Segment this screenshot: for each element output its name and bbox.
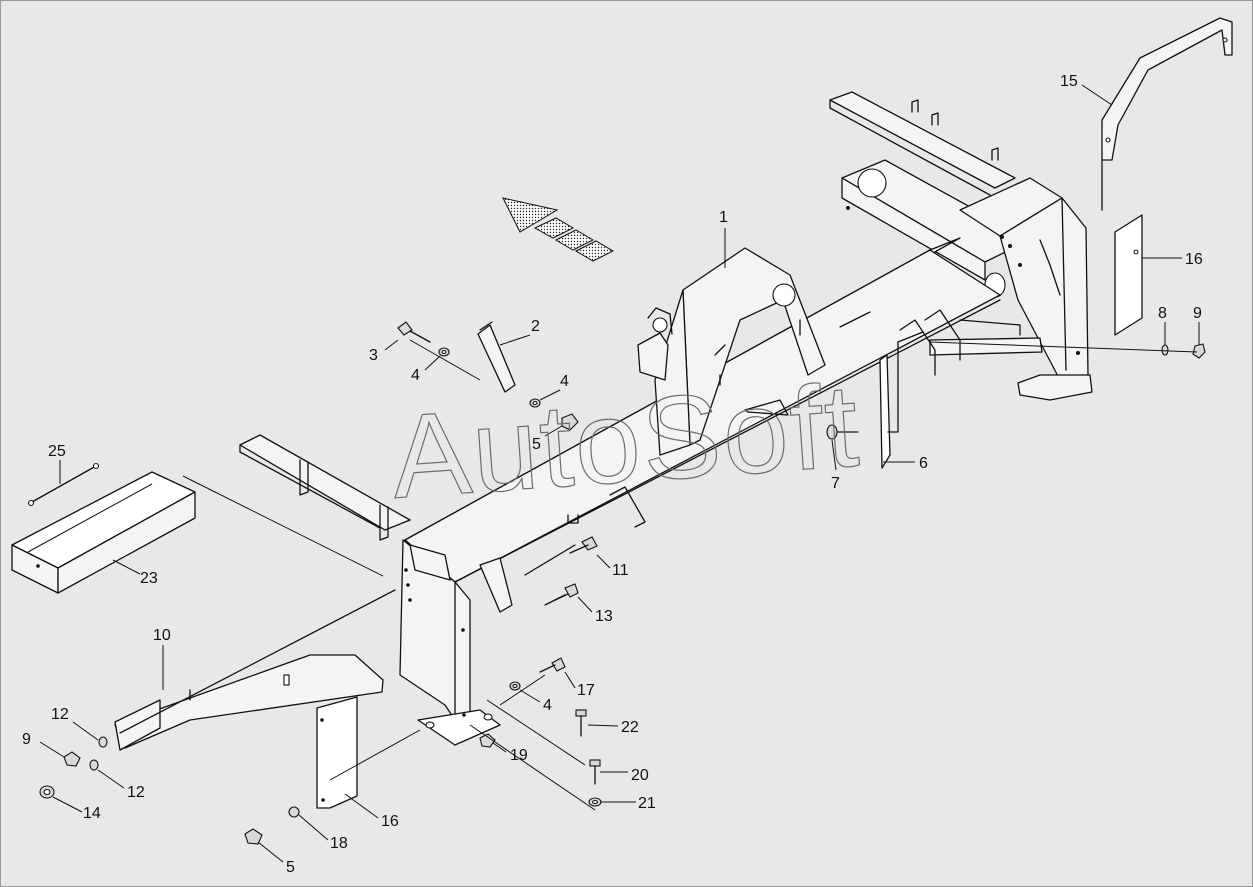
- lower-brackets: [239, 434, 646, 613]
- strap: [27, 462, 100, 507]
- front-pillar: [399, 539, 501, 746]
- fasteners: [39, 321, 1206, 845]
- callout-12-upper: 12: [51, 706, 69, 723]
- rear-frame-block: [841, 159, 1093, 401]
- callout-11: 11: [612, 562, 629, 579]
- right-hangers: [899, 309, 1043, 376]
- rear-cross-member: [829, 91, 1016, 196]
- callout-25: 25: [48, 443, 66, 460]
- battery-tray: [11, 471, 196, 594]
- callout-19: 19: [510, 747, 528, 764]
- callout-9-right: 9: [1193, 305, 1202, 322]
- callout-4-upper: 4: [411, 367, 420, 384]
- callout-18: 18: [330, 835, 348, 852]
- callout-4-lower: 4: [543, 697, 552, 714]
- callout-7: 7: [831, 475, 840, 492]
- watermark-text: AutoSoft: [387, 359, 864, 523]
- lever: [477, 321, 516, 393]
- callout-21: 21: [638, 795, 656, 812]
- callout-1: 1: [719, 209, 728, 226]
- callout-2: 2: [531, 318, 540, 335]
- front-frame-arm: [114, 589, 396, 751]
- callout-8: 8: [1158, 305, 1167, 322]
- callout-4-lever: 4: [560, 373, 569, 390]
- callout-10: 10: [153, 627, 171, 644]
- tower-bracket: [637, 247, 826, 456]
- callout-3: 3: [369, 347, 378, 364]
- mudflap-16-bottom: [316, 696, 358, 809]
- callout-labels: 1 2 3 4 4 5 6 7 8 9 15 16 25 23 11 13 10…: [22, 73, 1203, 876]
- callout-6: 6: [919, 455, 928, 472]
- callout-23: 23: [140, 570, 158, 587]
- callout-12-lower: 12: [127, 784, 145, 801]
- callout-15: 15: [1060, 73, 1078, 90]
- mudflap-6: [879, 331, 924, 469]
- callout-5-upper: 5: [532, 436, 541, 453]
- callout-22: 22: [621, 719, 639, 736]
- direction-arrow-icon: [502, 197, 615, 262]
- callout-5-lower: 5: [286, 859, 295, 876]
- leader-lines: [39, 84, 1200, 863]
- callout-17: 17: [577, 682, 595, 699]
- callout-13: 13: [595, 608, 613, 625]
- mudflap-16-top: [1114, 214, 1143, 336]
- callout-16-bottom: 16: [381, 813, 399, 830]
- callout-9-left: 9: [22, 731, 31, 748]
- callout-20: 20: [631, 767, 649, 784]
- callout-16-top: 16: [1185, 251, 1203, 268]
- callout-14: 14: [83, 805, 101, 822]
- mudflap-bracket-15: [1101, 17, 1233, 211]
